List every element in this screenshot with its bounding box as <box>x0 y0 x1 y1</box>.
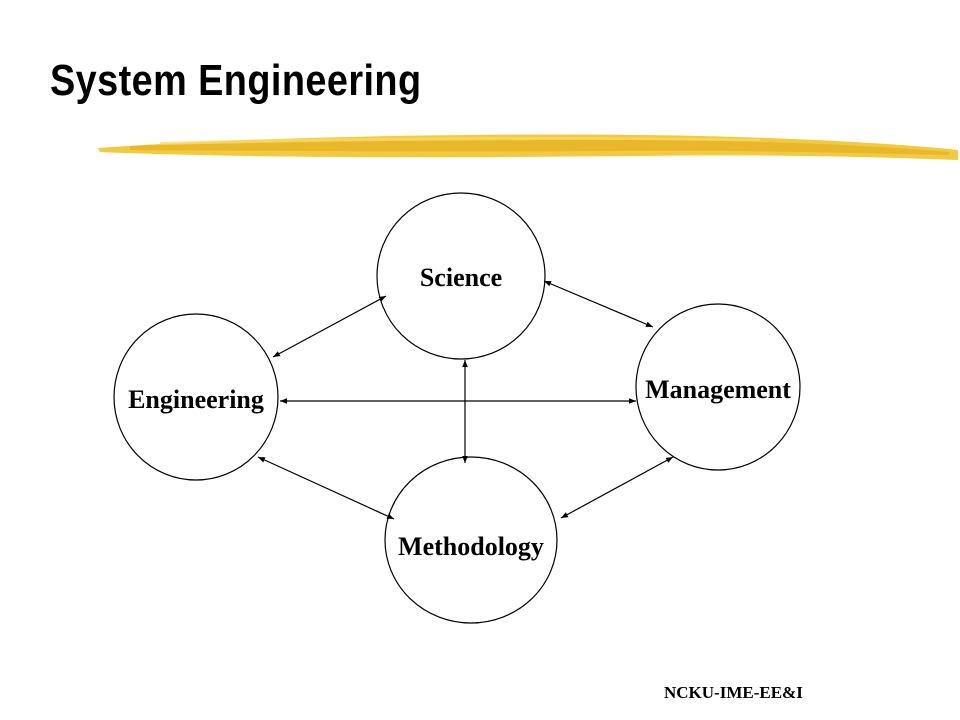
node-label-science: Science <box>420 263 502 292</box>
node-label-management: Management <box>645 375 791 404</box>
arrow-engineering-methodology <box>257 456 395 520</box>
node-methodology: Methodology <box>384 456 558 624</box>
arrow-methodology-management <box>560 456 674 519</box>
node-label-methodology: Methodology <box>398 532 544 561</box>
node-label-engineering: Engineering <box>128 385 264 414</box>
node-circle-methodology <box>384 456 558 624</box>
node-circle-engineering <box>113 313 279 481</box>
node-circle-science <box>376 192 546 360</box>
node-engineering: Engineering <box>113 313 279 481</box>
title-underline-stroke <box>98 134 958 160</box>
slide-title: System Engineering <box>50 56 422 105</box>
arrow-science-management <box>543 280 654 328</box>
node-science: Science <box>376 192 546 360</box>
footer-label: NCKU-IME-EE&I <box>664 683 803 702</box>
connections <box>257 280 674 520</box>
arrow-engineering-science <box>272 295 387 358</box>
node-management: Management <box>635 303 801 471</box>
node-circle-management <box>635 303 801 471</box>
